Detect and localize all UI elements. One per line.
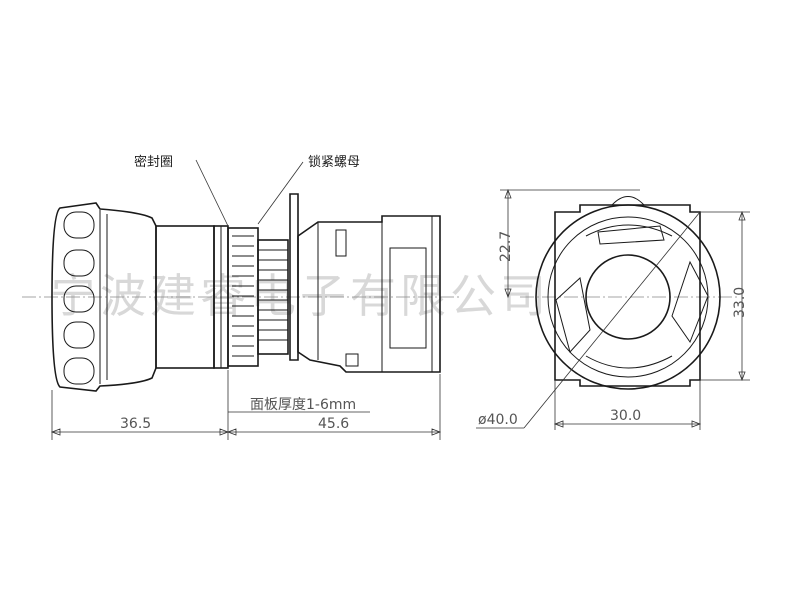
contact-body — [297, 215, 441, 373]
seal-ring-leader — [195, 159, 229, 227]
height-dimension: 33.0 — [732, 287, 748, 318]
lock-nut-serrations — [232, 235, 254, 357]
threaded-sleeve — [257, 239, 289, 355]
head-grip-lobes — [63, 210, 108, 385]
key-slot-right — [671, 260, 709, 344]
body-length-dimension: 45.6 — [318, 416, 349, 432]
diameter-dimension: ø40.0 — [478, 412, 518, 428]
width-dimension: 30.0 — [610, 408, 641, 424]
offset-dimension: 22.7 — [498, 231, 514, 262]
seal-ring-label: 密封圈 — [134, 154, 173, 170]
panel-thickness-label: 面板厚度1-6mm — [250, 397, 356, 413]
lower-arc — [585, 355, 673, 369]
center-cap — [585, 254, 671, 340]
lock-nut-leader — [257, 161, 304, 225]
lock-nut-label: 锁紧螺母 — [308, 154, 360, 170]
upper-arc — [585, 224, 673, 237]
key-slot-left — [555, 277, 591, 354]
front-dimensions — [476, 188, 750, 430]
head-length-dimension: 36.5 — [120, 416, 151, 432]
top-notch — [611, 196, 645, 206]
key-slot-top — [597, 225, 665, 245]
side-view — [51, 159, 441, 392]
watermark: 宁波建睿电子有限公司 — [50, 269, 550, 323]
thread-lines — [258, 249, 288, 341]
panel-bracket — [289, 193, 299, 361]
side-dimensions — [50, 370, 442, 440]
body-details — [317, 216, 433, 372]
mushroom-head — [51, 202, 157, 392]
outer-ring — [535, 204, 721, 390]
front-view — [535, 196, 721, 390]
